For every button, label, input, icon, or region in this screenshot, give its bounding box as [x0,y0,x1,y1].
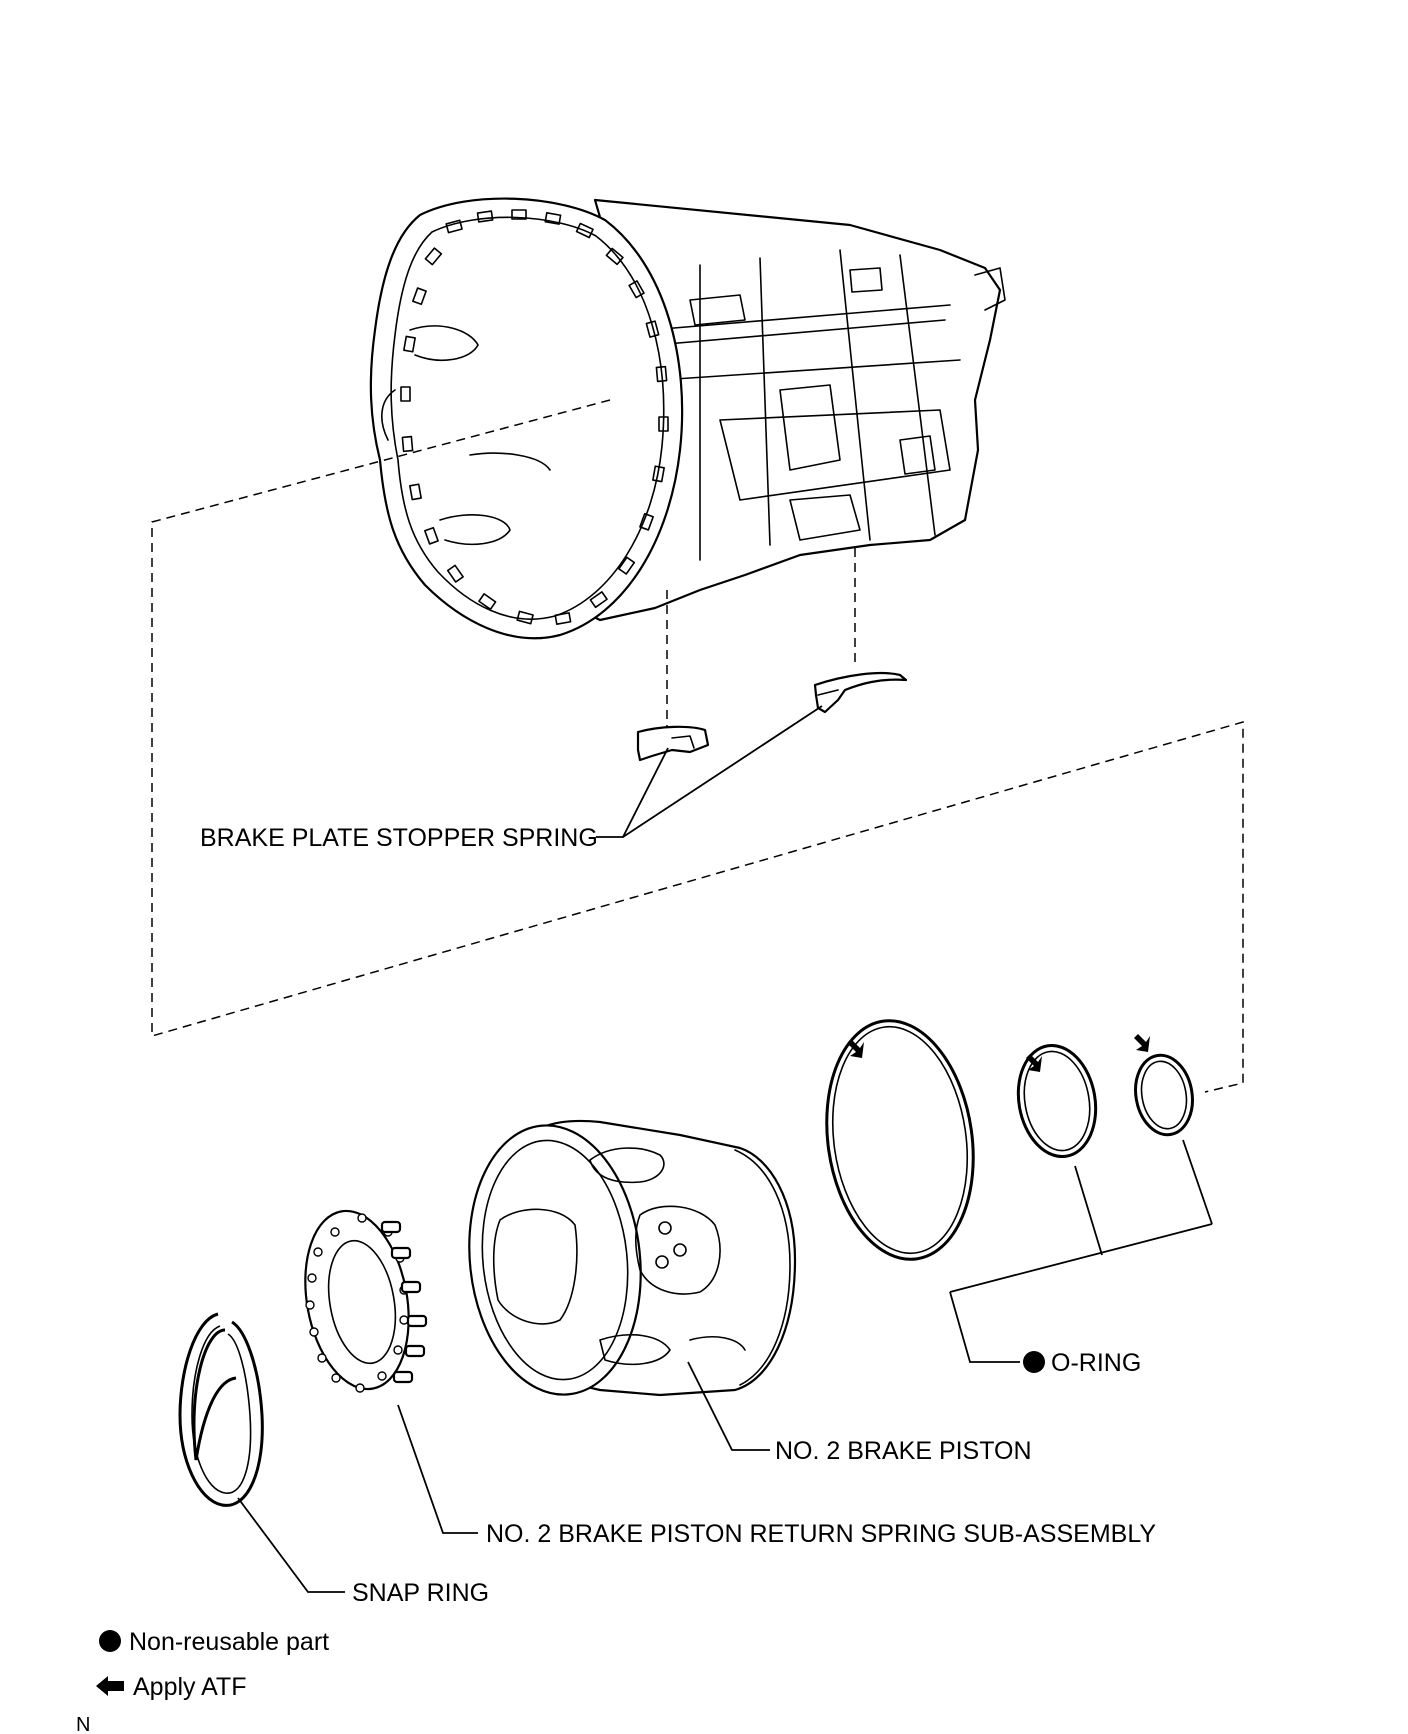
no2-brake-piston-return-spring [304,1209,428,1393]
alignment-lines [151,399,1244,1093]
no2-brake-piston-return-spring-label: NO. 2 BRAKE PISTON RETURN SPRING SUB-ASS… [486,1520,1156,1548]
no2-brake-piston-label: NO. 2 BRAKE PISTON [775,1437,1032,1465]
apply-atf-arrow-icon [848,1034,1150,1072]
snap-ring [178,1312,264,1507]
svg-text:Non-reusable part: Non-reusable part [129,1628,329,1656]
brake-plate-stopper-spring-left [636,725,710,762]
transmission-case [369,197,1006,640]
leader-lines [237,705,1213,1593]
svg-text:O-RING: O-RING [1051,1349,1141,1377]
brake-plate-stopper-spring-label: BRAKE PLATE STOPPER SPRING [200,824,598,852]
filled-circle-icon [99,1630,121,1652]
legend-non-reusable: Non-reusable part [99,1628,329,1656]
legend: Non-reusable part Apply ATF [96,1628,329,1701]
snap-ring-label: SNAP RING [352,1579,489,1607]
o-ring-label: O-RING [1023,1349,1141,1377]
non-reusable-icon [1023,1351,1045,1373]
svg-text:Apply ATF: Apply ATF [133,1673,246,1701]
brake-plate-stopper-spring-right [813,671,908,714]
legend-apply-atf: Apply ATF [96,1673,246,1701]
o-ring-medium [1016,1043,1098,1159]
corner-mark: N [76,1714,90,1734]
o-ring-large [825,1019,975,1261]
no2-brake-piston [468,1119,797,1397]
o-ring-small [1134,1053,1194,1137]
arrow-icon [96,1676,124,1696]
